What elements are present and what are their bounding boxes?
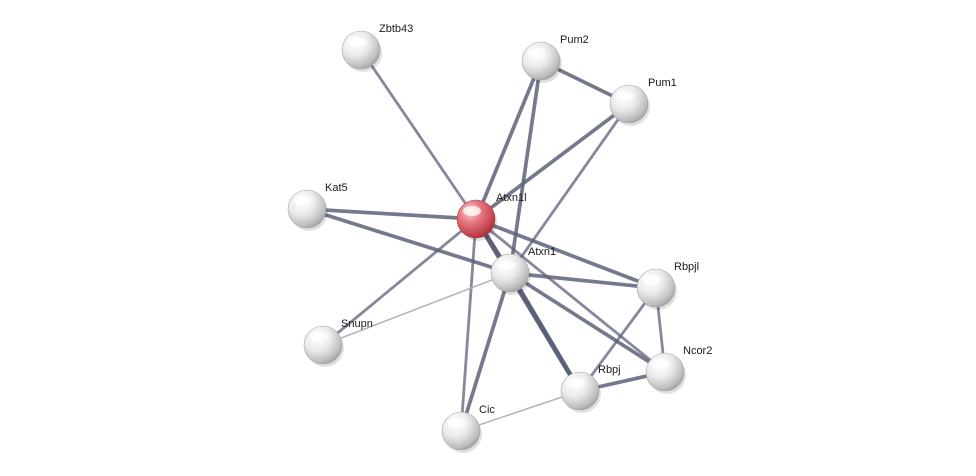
- node-circle-snupn[interactable]: [303, 325, 343, 365]
- node-circle-rbpjl[interactable]: [636, 268, 676, 308]
- node-label-kat5: Kat5: [325, 182, 348, 194]
- node-highlight: [652, 359, 670, 369]
- node-circle-zbtb43[interactable]: [341, 30, 381, 70]
- nodes-layer: Atxn1l Zbtb43Pum2Pum1Kat5Atxn1RbpjlSnupnN…: [287, 23, 712, 453]
- node-pum2[interactable]: Pum2: [521, 34, 589, 83]
- node-highlight: [448, 418, 466, 428]
- node-ncor2[interactable]: Ncor2: [645, 345, 712, 394]
- node-label-pum2: Pum2: [560, 34, 589, 46]
- node-highlight: [528, 48, 546, 58]
- node-label-rbpjl: Rbpjl: [674, 261, 699, 273]
- edge-atxn1-snupn: [322, 272, 511, 346]
- node-atxn1l[interactable]: Atxn1l: [456, 192, 527, 241]
- edge-atxn1-rbpjl: [508, 271, 658, 290]
- edge-cic-rbpj: [460, 390, 581, 432]
- node-pum1[interactable]: Pum1: [609, 77, 677, 126]
- edge-atxn1l-cic: [459, 217, 478, 433]
- node-rbpj[interactable]: Rbpj: [560, 364, 621, 413]
- node-circle-pum1[interactable]: [609, 84, 649, 124]
- edge-pum2-atxn1: [508, 59, 543, 275]
- node-label-atxn1l: Atxn1l: [496, 192, 527, 204]
- node-highlight: [310, 332, 328, 342]
- edge-atxn1l-rbpjl: [474, 217, 658, 290]
- node-circle-cic[interactable]: [441, 411, 481, 451]
- node-label-pum1: Pum1: [648, 77, 677, 89]
- node-circle-atxn1[interactable]: [490, 253, 530, 293]
- node-circle-rbpj[interactable]: [560, 371, 600, 411]
- edge-atxn1l-kat5: [305, 207, 478, 221]
- edge-atxn1l-zbtb43: [359, 48, 478, 221]
- node-label-rbpj: Rbpj: [598, 364, 621, 376]
- edge-pum1-atxn1: [508, 102, 631, 275]
- edge-rbpjl-rbpj: [578, 286, 658, 393]
- node-zbtb43[interactable]: Zbtb43: [341, 23, 413, 72]
- edge-kat5-atxn1: [305, 207, 512, 275]
- node-label-zbtb43: Zbtb43: [379, 23, 413, 35]
- node-circle-atxn1l[interactable]: [456, 199, 496, 239]
- edge-atxn1-cic: [459, 271, 512, 433]
- edge-atxn1l-snupn: [321, 217, 478, 347]
- edge-atxn1l-pum1: [474, 102, 631, 221]
- node-snupn[interactable]: Snupn: [303, 318, 373, 367]
- node-label-cic: Cic: [479, 404, 495, 416]
- edge-atxn1-rbpj: [507, 270, 583, 394]
- edge-atxn1l-ncor2: [474, 217, 667, 374]
- node-atxn1[interactable]: Atxn1: [490, 246, 556, 295]
- node-highlight: [463, 206, 481, 216]
- node-kat5[interactable]: Kat5: [287, 182, 348, 231]
- node-label-ncor2: Ncor2: [683, 345, 712, 357]
- node-highlight: [348, 37, 366, 47]
- node-label-atxn1: Atxn1: [528, 246, 556, 258]
- edge-atxn1-ncor2: [508, 271, 667, 374]
- node-highlight: [643, 275, 661, 285]
- node-rbpjl[interactable]: Rbpjl: [636, 261, 699, 310]
- node-label-snupn: Snupn: [341, 318, 373, 330]
- node-cic[interactable]: Cic: [441, 404, 495, 453]
- node-highlight: [294, 196, 312, 206]
- node-highlight: [497, 260, 515, 270]
- node-circle-pum2[interactable]: [521, 41, 561, 81]
- node-highlight: [567, 378, 585, 388]
- node-highlight: [616, 91, 634, 101]
- node-circle-kat5[interactable]: [287, 189, 327, 229]
- node-circle-ncor2[interactable]: [645, 352, 685, 392]
- edge-atxn1l-pum2: [474, 59, 543, 221]
